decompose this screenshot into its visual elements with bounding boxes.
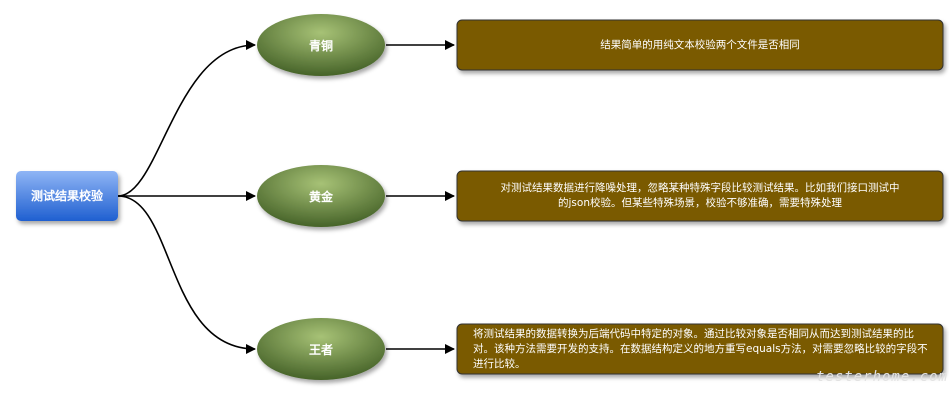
description-box-gold[interactable] — [456, 170, 944, 222]
connector-root-king — [117, 195, 256, 354]
connector-root-bronze — [117, 40, 256, 197]
description-king-text: 将测试结果的数据转换为后端代码中特定的对象。通过比较对象是否相同从而达到测试结果… — [473, 327, 928, 370]
watermark-text: testerhome.com — [816, 369, 949, 385]
description-box-bronze[interactable] — [456, 19, 944, 71]
description-bronze-text: 结果简单的用纯文本校验两个文件是否相同 — [600, 38, 800, 51]
description-gold-text: 对测试结果数据进行降噪处理，忽略某种特殊字段比较测试结果。比如我们接口测试中的j… — [500, 182, 900, 209]
root-node-label: 测试结果校验 — [31, 188, 104, 203]
level-node-king-label: 王者 — [309, 342, 333, 357]
level-node-king[interactable]: 王者 — [257, 318, 385, 380]
description-box-king[interactable] — [456, 323, 944, 375]
level-node-gold-label: 黄金 — [309, 189, 334, 204]
level-node-gold[interactable]: 黄金 — [257, 165, 385, 227]
level-node-bronze-label: 青铜 — [309, 38, 333, 53]
root-node[interactable]: 测试结果校验 — [16, 171, 118, 221]
level-node-bronze[interactable]: 青铜 — [257, 14, 385, 76]
